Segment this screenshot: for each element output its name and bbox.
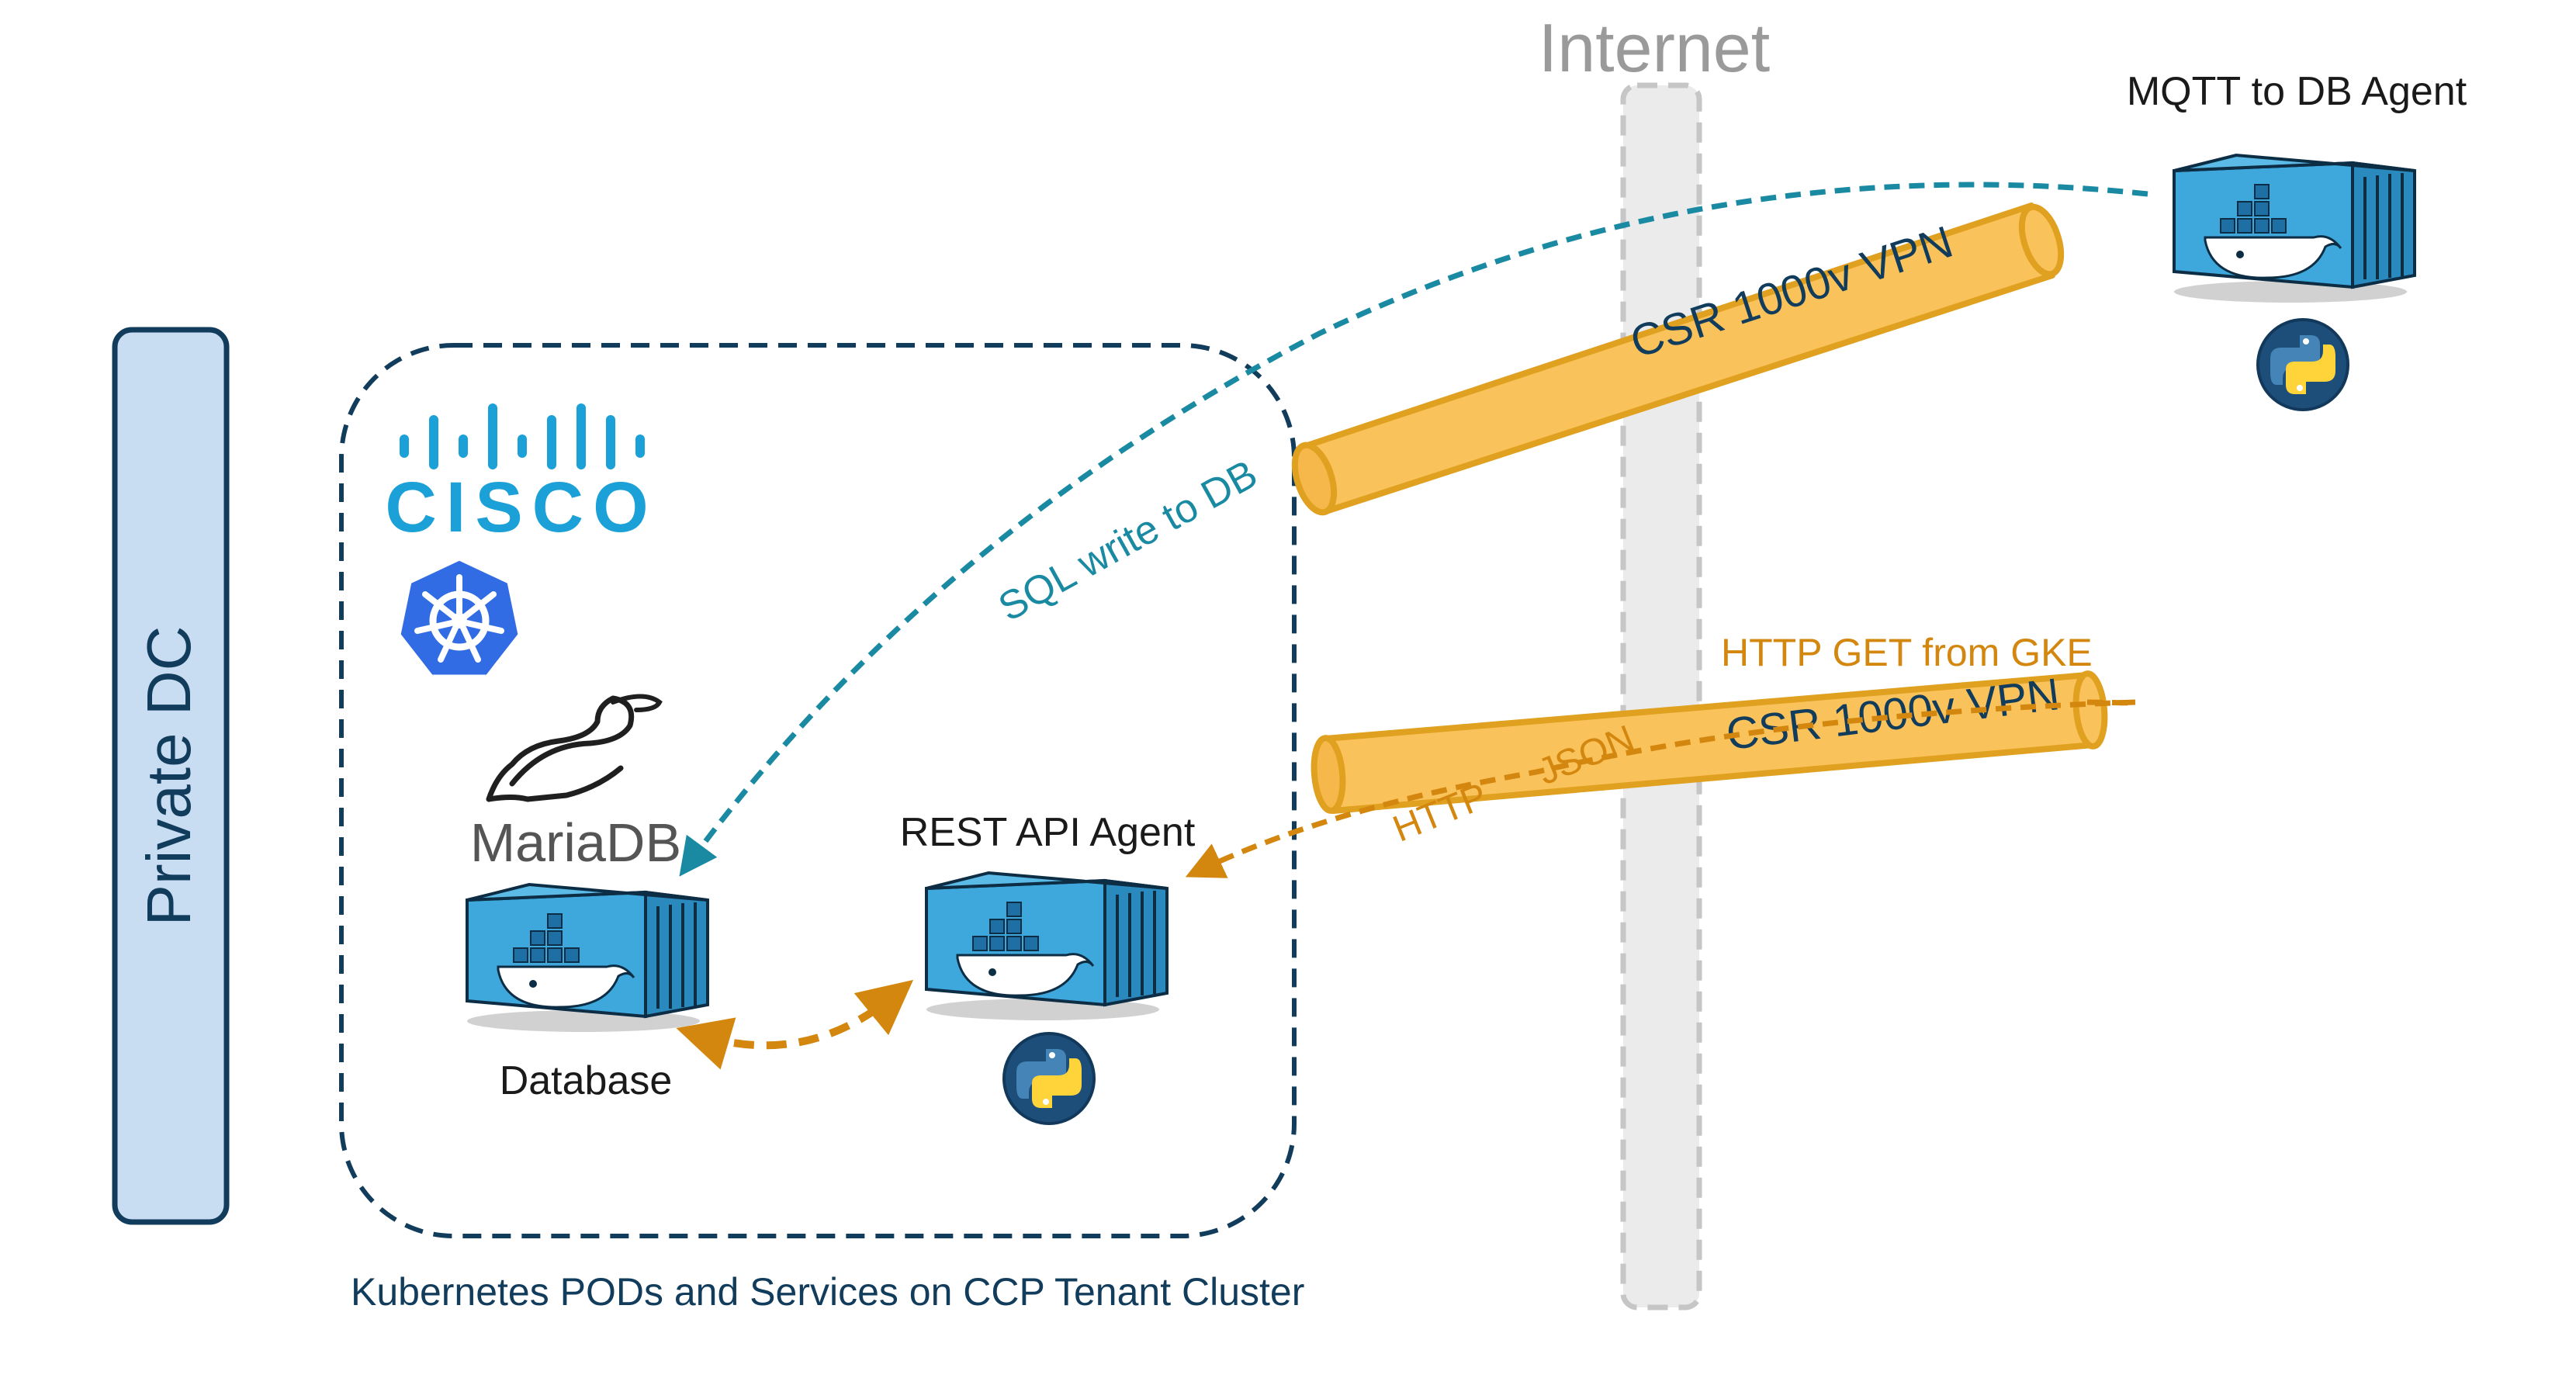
database-container[interactable] xyxy=(466,883,709,1034)
http-get-exit-arrow xyxy=(2086,699,2133,706)
python-icon xyxy=(2256,318,2349,411)
sql-write-label: SQL write to DB xyxy=(992,452,1265,631)
mariadb-wordmark: MariaDB xyxy=(470,812,681,873)
cluster-caption: Kubernetes PODs and Services on CCP Tena… xyxy=(351,1270,1304,1314)
cisco-wordmark: CISCO xyxy=(385,468,657,547)
mqtt-agent-label: MQTT to DB Agent xyxy=(2127,69,2467,114)
sea-lion-icon xyxy=(486,695,635,802)
database-label: Database xyxy=(500,1058,673,1103)
private-dc-label: Private DC xyxy=(134,626,203,926)
db-rest-arrow xyxy=(676,979,914,1070)
rest-api-agent-label: REST API Agent xyxy=(900,810,1196,855)
rest-api-agent-container[interactable] xyxy=(925,871,1169,1022)
kubernetes-icon xyxy=(396,556,522,679)
sql-write-arrow xyxy=(679,182,2148,877)
mqtt-agent-container[interactable] xyxy=(2173,154,2416,304)
http-get-label: HTTP GET from GKE xyxy=(1721,631,2093,674)
cisco-logo: CISCO xyxy=(385,403,657,547)
mariadb-logo: MariaDB xyxy=(470,694,681,873)
python-icon xyxy=(1002,1032,1096,1125)
internet-label: Internet xyxy=(1539,9,1770,86)
internet-band xyxy=(1620,82,1702,1310)
cluster-boundary xyxy=(339,343,1297,1238)
private-dc-panel xyxy=(112,327,230,1225)
